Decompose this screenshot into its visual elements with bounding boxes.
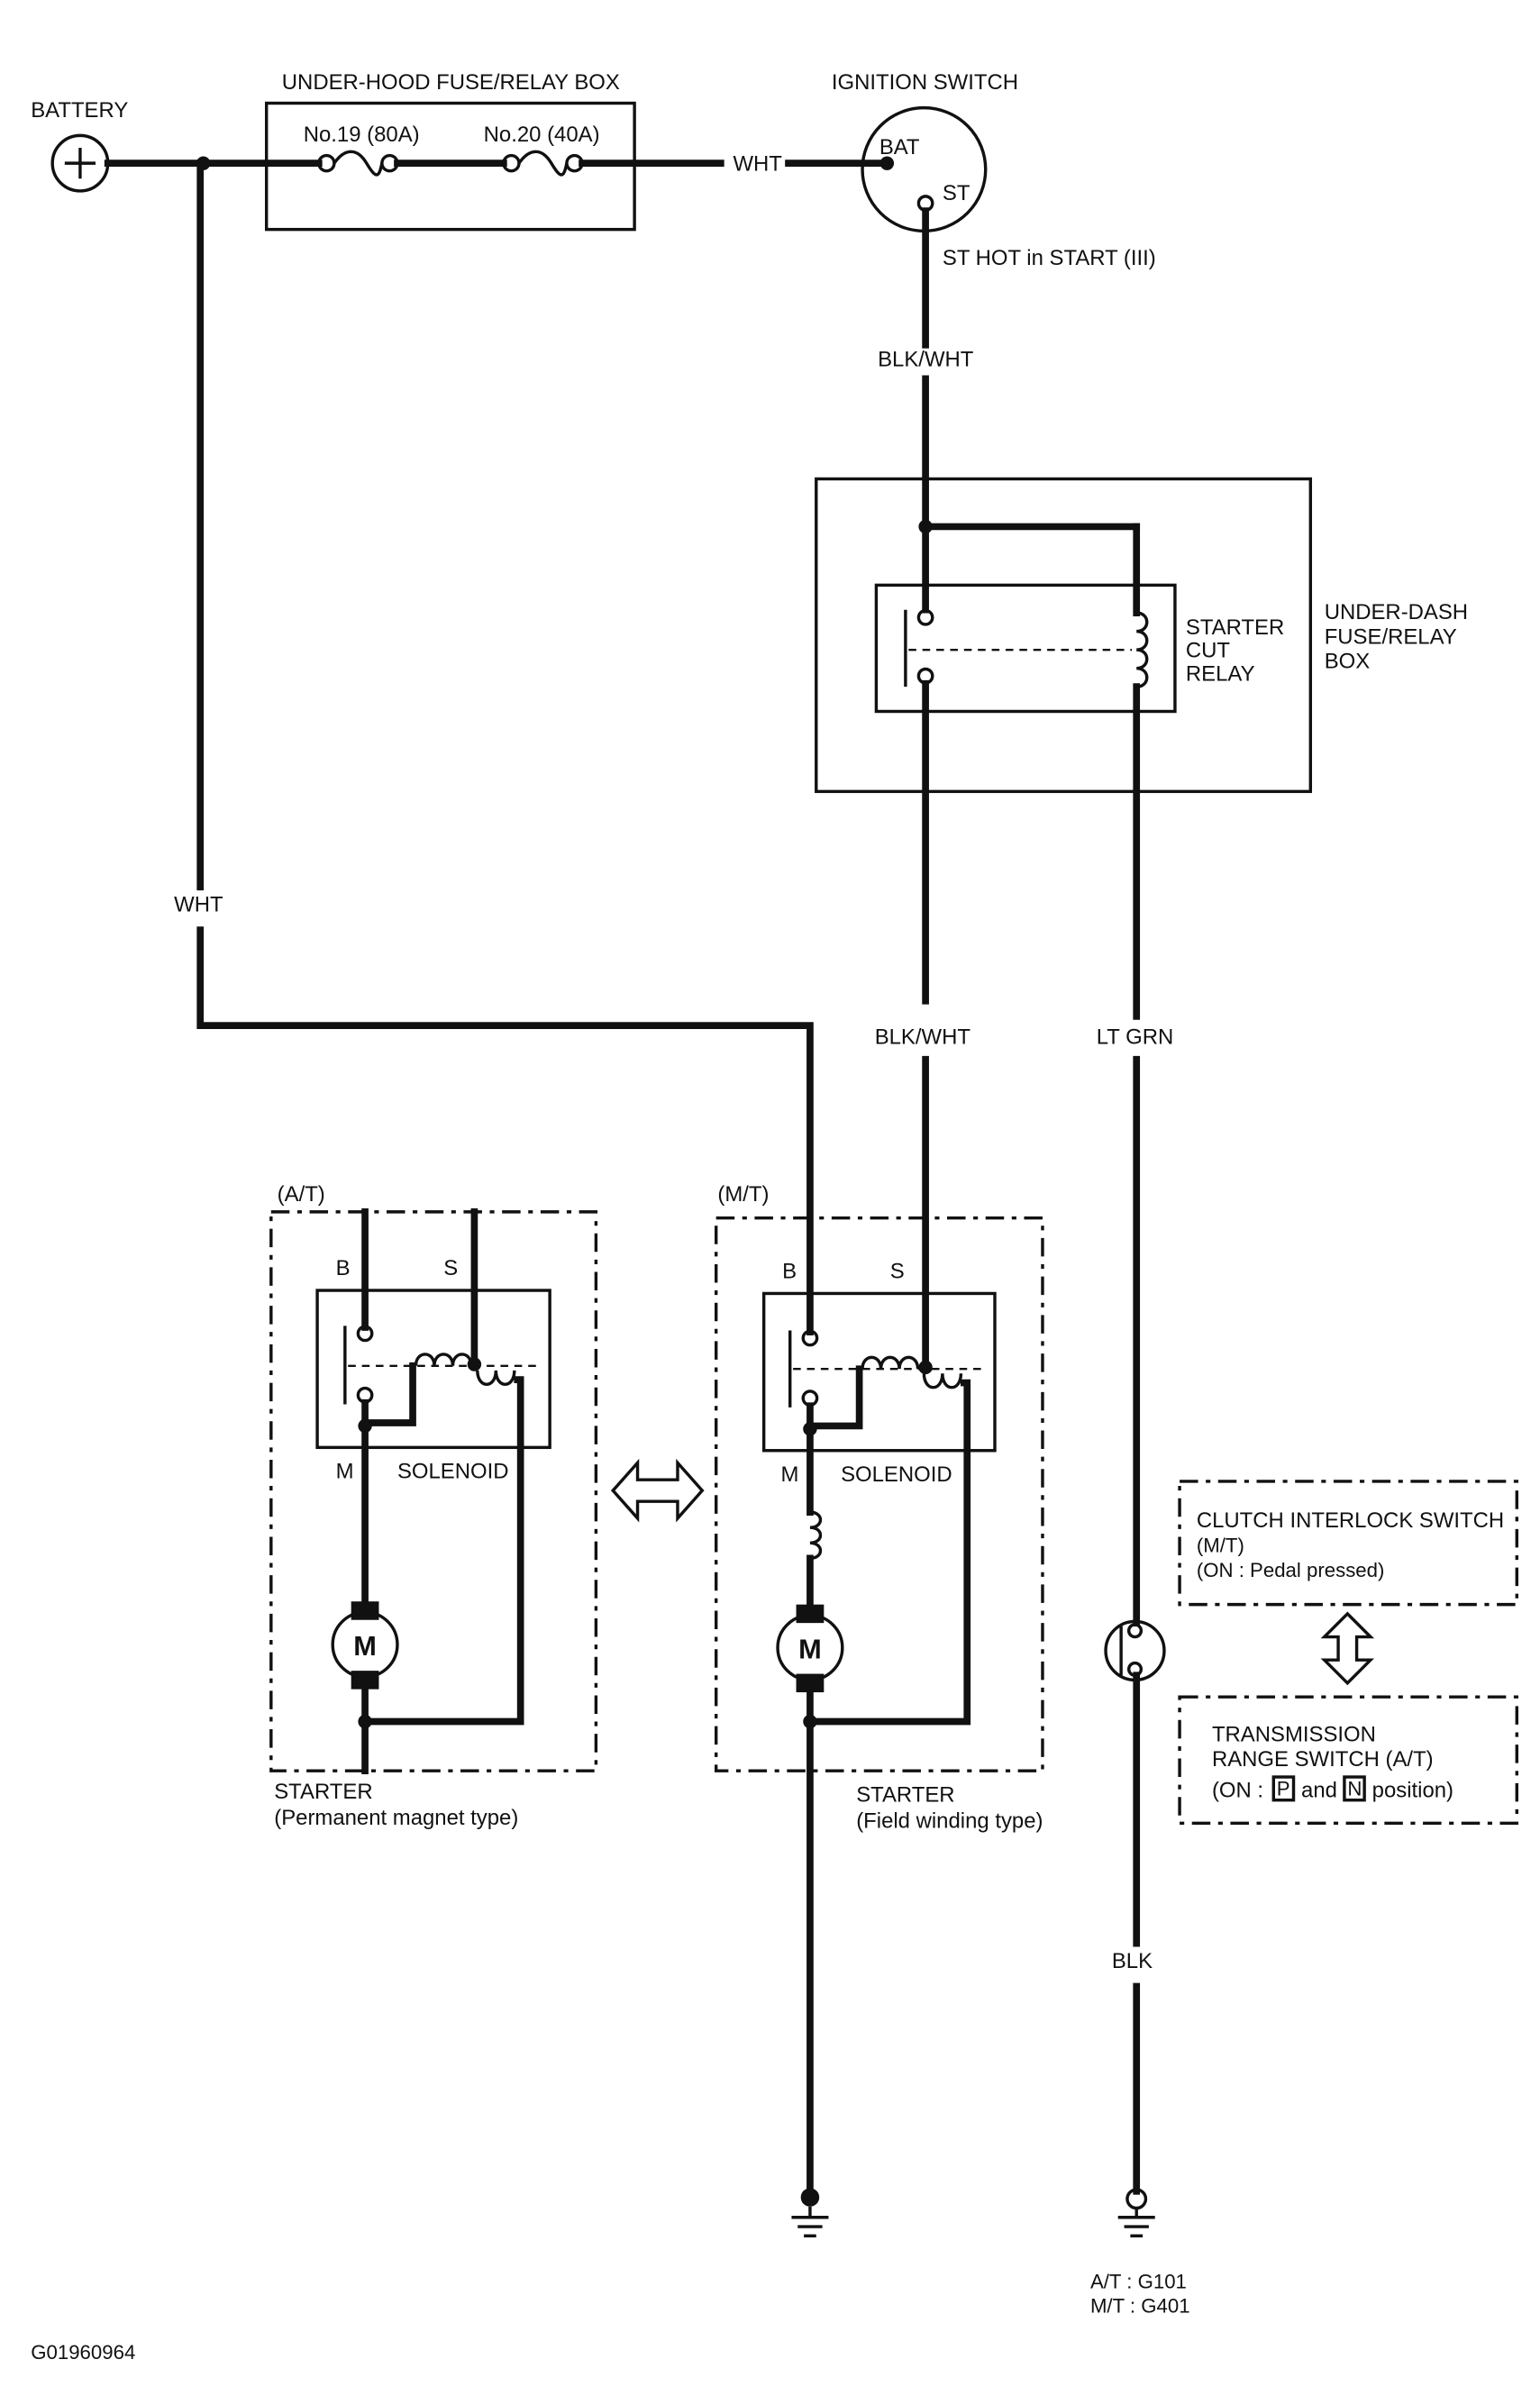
mt-motor-symbol: M: [776, 1604, 844, 1693]
switch-alternate-arrow-icon: [1320, 1611, 1375, 1686]
mt-coil-to-m: [806, 1365, 863, 1430]
fuse-19-label: No.19 (80A): [304, 123, 420, 147]
battery-label: BATTERY: [31, 98, 128, 123]
mt-solenoid-coils: [861, 1355, 963, 1389]
at-term-s-label: S: [443, 1256, 458, 1280]
wire-wht-left-lower: [196, 926, 814, 1336]
starter-cut-relay-box: [874, 583, 1177, 714]
wire-blk-label: BLK: [1112, 1949, 1153, 1973]
ground-symbol-switch: [1117, 2188, 1155, 2237]
wire-ltgrn-label: LT GRN: [1097, 1025, 1173, 1050]
mt-field-winding-icon: [809, 1510, 823, 1561]
at-term-m-label: M: [336, 1460, 354, 1484]
trans-n-box: [1343, 1775, 1366, 1802]
trans-n-label: N: [1347, 1778, 1362, 1800]
mt-solenoid-label: SOLENOID: [841, 1462, 952, 1487]
at-solenoid-contact: [343, 1325, 542, 1405]
mt-coil-return: [806, 1379, 971, 1726]
wire-wht-left-label: WHT: [174, 893, 223, 917]
clutch-label-1: CLUTCH INTERLOCK SWITCH: [1197, 1508, 1504, 1533]
starter-cut-relay-label-3: RELAY: [1186, 661, 1255, 686]
clutch-label-3: (ON : Pedal pressed): [1197, 1559, 1385, 1581]
trans-label-3b: position): [1372, 1778, 1453, 1802]
bat-terminal-label: BAT: [879, 135, 920, 159]
fuse-19-symbol: [317, 150, 399, 177]
mt-term-s-label: S: [890, 1259, 905, 1283]
clutch-interlock-box: [1178, 1480, 1519, 1607]
at-s-junction: [467, 1357, 482, 1371]
at-motor-symbol: M: [331, 1601, 399, 1690]
at-coil-to-m: [361, 1362, 416, 1426]
starter-mt-label-1: STARTER: [856, 1782, 954, 1807]
starter-mt-boundary: [714, 1216, 1044, 1772]
at-m-junction: [358, 1418, 372, 1434]
transmission-range-box: [1178, 1695, 1519, 1826]
underdash-fuse-box: [815, 477, 1313, 794]
at-coil-return: [361, 1376, 524, 1726]
mt-term-m-label: M: [780, 1462, 798, 1487]
at-term-b-label: B: [336, 1256, 351, 1280]
underdash-label-1: UNDER-DASH: [1325, 600, 1468, 624]
at-solenoid-box: [315, 1289, 551, 1450]
relay-coil-symbol: [1135, 611, 1149, 688]
trans-and-label: and: [1301, 1778, 1337, 1802]
st-hot-label: ST HOT in START (III): [943, 246, 1156, 270]
trans-p-box: [1271, 1775, 1296, 1802]
mt-solenoid-contact: [788, 1329, 986, 1408]
ground-mt-label: M/T : G401: [1090, 2295, 1190, 2318]
wire-blkwht-mid-label: BLK/WHT: [875, 1025, 971, 1050]
mt-s-junction: [918, 1360, 933, 1375]
ignition-bat-terminal: [879, 156, 895, 170]
ground-symbol-starter: [791, 2188, 829, 2237]
trans-p-label: P: [1277, 1778, 1290, 1800]
mt-motor-label: M: [798, 1633, 822, 1664]
wire-blkwht-top-label: BLK/WHT: [878, 348, 974, 372]
mt-solenoid-box: [761, 1291, 997, 1453]
mt-term-b-label: B: [782, 1259, 797, 1283]
at-tag-label: (A/T): [278, 1182, 325, 1207]
interlock-switch-symbol: [1104, 1619, 1166, 1682]
underhood-box-label: UNDER-HOOD FUSE/RELAY BOX: [282, 70, 620, 95]
at-ground-junction: [358, 1714, 372, 1729]
ground-at-label: A/T : G101: [1090, 2270, 1187, 2292]
ignition-switch-label: IGNITION SWITCH: [832, 70, 1018, 95]
starter-cut-relay-label-2: CUT: [1186, 639, 1231, 663]
clutch-label-2: (M/T): [1197, 1535, 1244, 1557]
trans-label-2: RANGE SWITCH (A/T): [1212, 1747, 1434, 1772]
underdash-label-2: FUSE/RELAY: [1325, 624, 1457, 649]
fuse-20-label: No.20 (40A): [484, 123, 600, 147]
starter-at-label-2: (Permanent magnet type): [274, 1806, 518, 1830]
mt-m-junction: [803, 1422, 817, 1436]
figure-id-label: G01960964: [31, 2341, 135, 2364]
wire-wht-top-label: WHT: [733, 152, 782, 177]
mt-ground-junction: [803, 1714, 817, 1729]
starter-mt-label-2: (Field winding type): [856, 1808, 1043, 1833]
starter-at-boundary: [269, 1210, 598, 1772]
swap-arrow-icon: [610, 1458, 705, 1523]
relay-switch-contact: [904, 608, 1133, 688]
st-terminal-label: ST: [943, 181, 970, 205]
mt-tag-label: (M/T): [717, 1182, 769, 1207]
at-solenoid-label: SOLENOID: [397, 1460, 509, 1484]
starter-at-label-1: STARTER: [274, 1780, 372, 1804]
at-motor-label: M: [353, 1630, 377, 1662]
battery-symbol: [50, 133, 110, 193]
underdash-label-3: BOX: [1325, 650, 1371, 674]
at-solenoid-coils: [414, 1353, 516, 1386]
fuse-20-symbol: [502, 150, 584, 177]
starter-cut-relay-label-1: STARTER: [1186, 615, 1284, 640]
trans-label-3a: (ON :: [1212, 1778, 1263, 1802]
trans-label-1: TRANSMISSION: [1212, 1723, 1376, 1747]
